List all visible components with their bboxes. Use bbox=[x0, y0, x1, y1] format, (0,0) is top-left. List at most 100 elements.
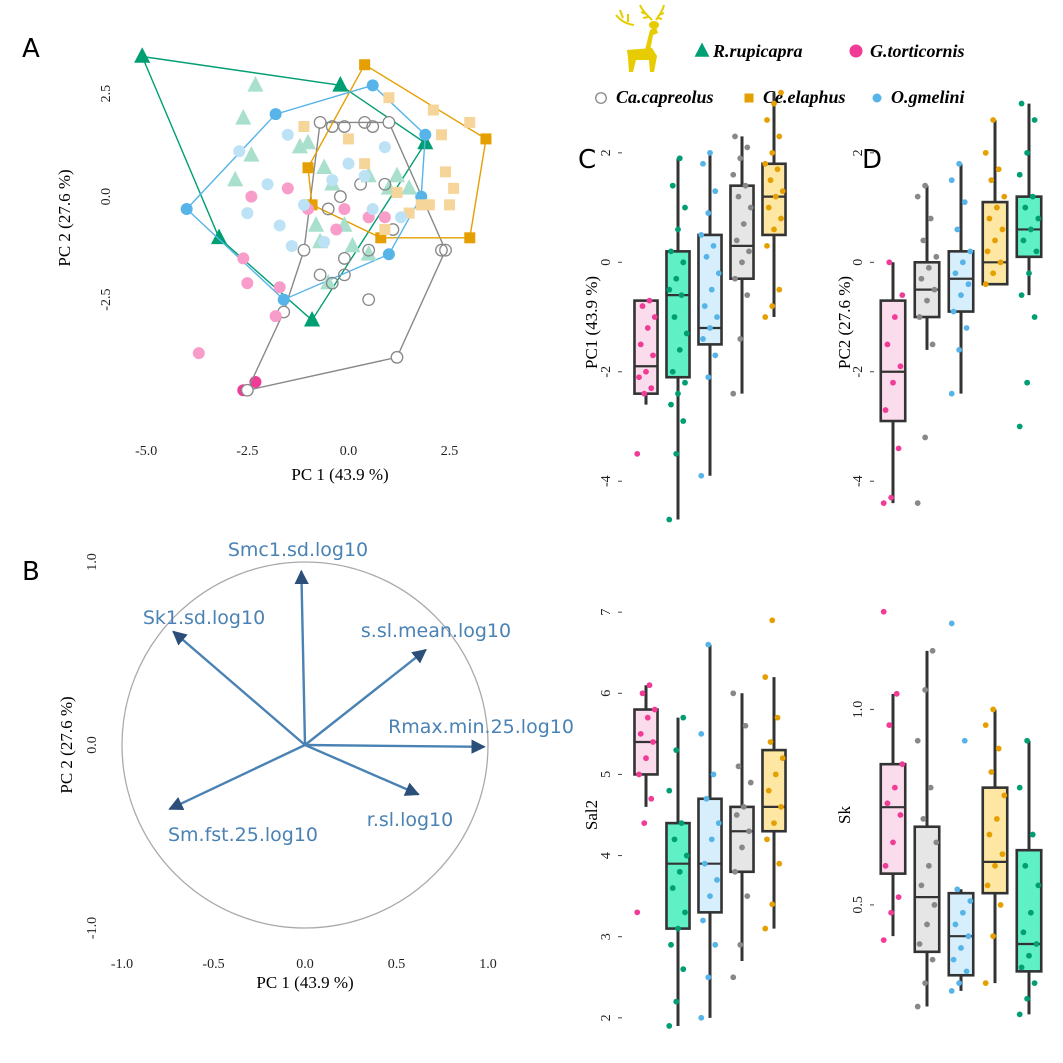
box-point-4-3-0 bbox=[730, 974, 737, 981]
box-point-2-1-8 bbox=[683, 330, 690, 337]
pca-point-gme-4 bbox=[241, 207, 254, 220]
box-point-4-2-7 bbox=[708, 836, 715, 843]
box-point-5-3-9 bbox=[988, 769, 995, 775]
loadings-circle-panel: Smc1.sd.log10Sk1.sd.log10s.sl.mean.log10… bbox=[57, 539, 574, 992]
box-point-4-3-10 bbox=[742, 722, 749, 729]
loading-label-5: Sm.fst.25.log10 bbox=[168, 824, 318, 846]
box-point-2-2-8 bbox=[715, 270, 722, 277]
box-point-3-2-0 bbox=[948, 390, 955, 397]
box-point-2-2-4 bbox=[707, 325, 713, 331]
legend-item-gme: O.gmelini bbox=[872, 87, 965, 107]
pca-point-cap-13 bbox=[337, 268, 351, 282]
pca-x-tick-1: -2.5 bbox=[236, 444, 258, 459]
box-point-4-0-3 bbox=[636, 771, 642, 778]
box-point-2-4-13 bbox=[776, 133, 783, 140]
deer-antlers-shape bbox=[639, 4, 665, 21]
box-point-2-4-8 bbox=[779, 188, 786, 195]
pca-hull-vertex-cap-1 bbox=[382, 116, 396, 129]
box-point-5-2-11 bbox=[948, 620, 955, 627]
pca-point-ela-0 bbox=[298, 121, 310, 133]
box-y-axis-title-5: Sk bbox=[835, 806, 854, 824]
deer-neck-shape bbox=[645, 27, 658, 51]
box-body-4-3 bbox=[729, 805, 755, 874]
box-point-4-1-7 bbox=[676, 868, 683, 875]
box-point-2-3-8 bbox=[747, 204, 754, 211]
box-point-3-0-2 bbox=[895, 445, 902, 452]
box-point-4-2-3 bbox=[700, 917, 706, 924]
box-point-3-2-5 bbox=[965, 281, 972, 288]
pca-point-cap-4 bbox=[333, 190, 347, 204]
box-point-2-4-2 bbox=[776, 286, 783, 293]
box-point-4-1-4 bbox=[675, 925, 681, 932]
box-point-3-0-0 bbox=[880, 500, 887, 507]
box-point-2-4-11 bbox=[762, 160, 769, 167]
pca-x-tick-3: 2.5 bbox=[441, 444, 459, 459]
box-point-5-4-11 bbox=[1016, 784, 1023, 791]
pca-point-cap-2 bbox=[358, 116, 372, 129]
loadings-y-axis-title: PC 2 (27.6 %) bbox=[57, 696, 76, 793]
box-point-4-4-10 bbox=[774, 714, 781, 721]
box-point-2-3-13 bbox=[744, 144, 751, 151]
box-point-3-0-6 bbox=[884, 341, 891, 348]
box-point-5-0-0 bbox=[880, 937, 887, 943]
box-point-3-4-3 bbox=[1018, 292, 1025, 299]
box-point-3-2-12 bbox=[956, 160, 963, 167]
pca-hull-vertex-rup-3 bbox=[303, 310, 321, 327]
box-point-4-3-9 bbox=[735, 763, 742, 770]
box-point-5-0-5 bbox=[897, 812, 904, 818]
box-point-4-0-4 bbox=[643, 755, 649, 762]
box-point-3-2-3 bbox=[950, 308, 957, 315]
box-point-2-3-14 bbox=[732, 133, 738, 140]
box-y-tick-5-1: 1.0 bbox=[851, 701, 866, 719]
box-point-2-4-14 bbox=[764, 117, 770, 123]
box-point-2-2-7 bbox=[708, 286, 715, 293]
pca-hull-vertex-cap-0 bbox=[313, 116, 327, 129]
box-point-2-0-7 bbox=[644, 325, 651, 331]
pca-y-tick-0: -2.5 bbox=[99, 289, 114, 311]
box-point-3-1-10 bbox=[927, 215, 934, 222]
box-point-4-1-13 bbox=[680, 714, 687, 721]
box-point-3-4-8 bbox=[1035, 215, 1042, 222]
pca-point-ela-12 bbox=[391, 186, 403, 198]
box-point-4-4-6 bbox=[765, 787, 772, 794]
box-y-tick-2-3: 2 bbox=[599, 149, 614, 156]
box-point-3-3-8 bbox=[1001, 193, 1008, 200]
box-point-5-3-2 bbox=[997, 902, 1004, 908]
box-point-3-4-9 bbox=[1022, 204, 1029, 211]
box-point-3-3-1 bbox=[990, 270, 997, 277]
box-point-5-2-7 bbox=[959, 909, 966, 916]
pca-hull-cap bbox=[246, 121, 447, 392]
pca-point-rup-1 bbox=[235, 109, 252, 125]
box-body-2-3 bbox=[729, 184, 755, 281]
species-legend: R.rupicapra G.torticornis Ca.capreolus C… bbox=[595, 41, 965, 107]
box-point-2-0-5 bbox=[650, 352, 656, 359]
deer-logo-icon bbox=[615, 4, 665, 72]
box-point-5-0-11 bbox=[880, 608, 887, 615]
box-point-5-0-4 bbox=[890, 839, 896, 846]
box-point-2-3-9 bbox=[735, 193, 742, 200]
box-point-3-1-6 bbox=[918, 275, 925, 282]
pca-point-cap-3 bbox=[366, 120, 380, 133]
box-point-3-2-4 bbox=[958, 292, 964, 299]
pca-point-gme-11 bbox=[366, 202, 379, 215]
deer-left-antler-shape bbox=[615, 9, 635, 26]
box-point-5-1-4 bbox=[924, 921, 930, 928]
box-point-4-0-6 bbox=[637, 730, 644, 737]
box-point-4-4-5 bbox=[778, 803, 784, 810]
box-point-2-4-15 bbox=[771, 100, 777, 107]
box-point-2-1-17 bbox=[669, 182, 676, 189]
pca-y-axis-title: PC 2 (27.6 %) bbox=[55, 169, 74, 266]
loadings-x-tick-2: 0.0 bbox=[296, 957, 314, 972]
pca-x-axis-title: PC 1 (43.9 %) bbox=[291, 465, 388, 484]
box-point-2-2-5 bbox=[714, 314, 720, 320]
box-point-3-1-9 bbox=[920, 237, 927, 244]
box-point-3-3-6 bbox=[986, 215, 993, 222]
box-point-3-3-2 bbox=[997, 259, 1004, 266]
pca-point-ela-1 bbox=[342, 133, 354, 145]
panel-letter-c: C bbox=[578, 145, 596, 175]
box-point-4-1-12 bbox=[673, 747, 680, 753]
box-point-5-3-11 bbox=[982, 722, 989, 728]
box-point-2-4-7 bbox=[772, 193, 779, 200]
box-point-2-4-0 bbox=[762, 314, 769, 320]
box-point-2-4-1 bbox=[769, 303, 776, 309]
